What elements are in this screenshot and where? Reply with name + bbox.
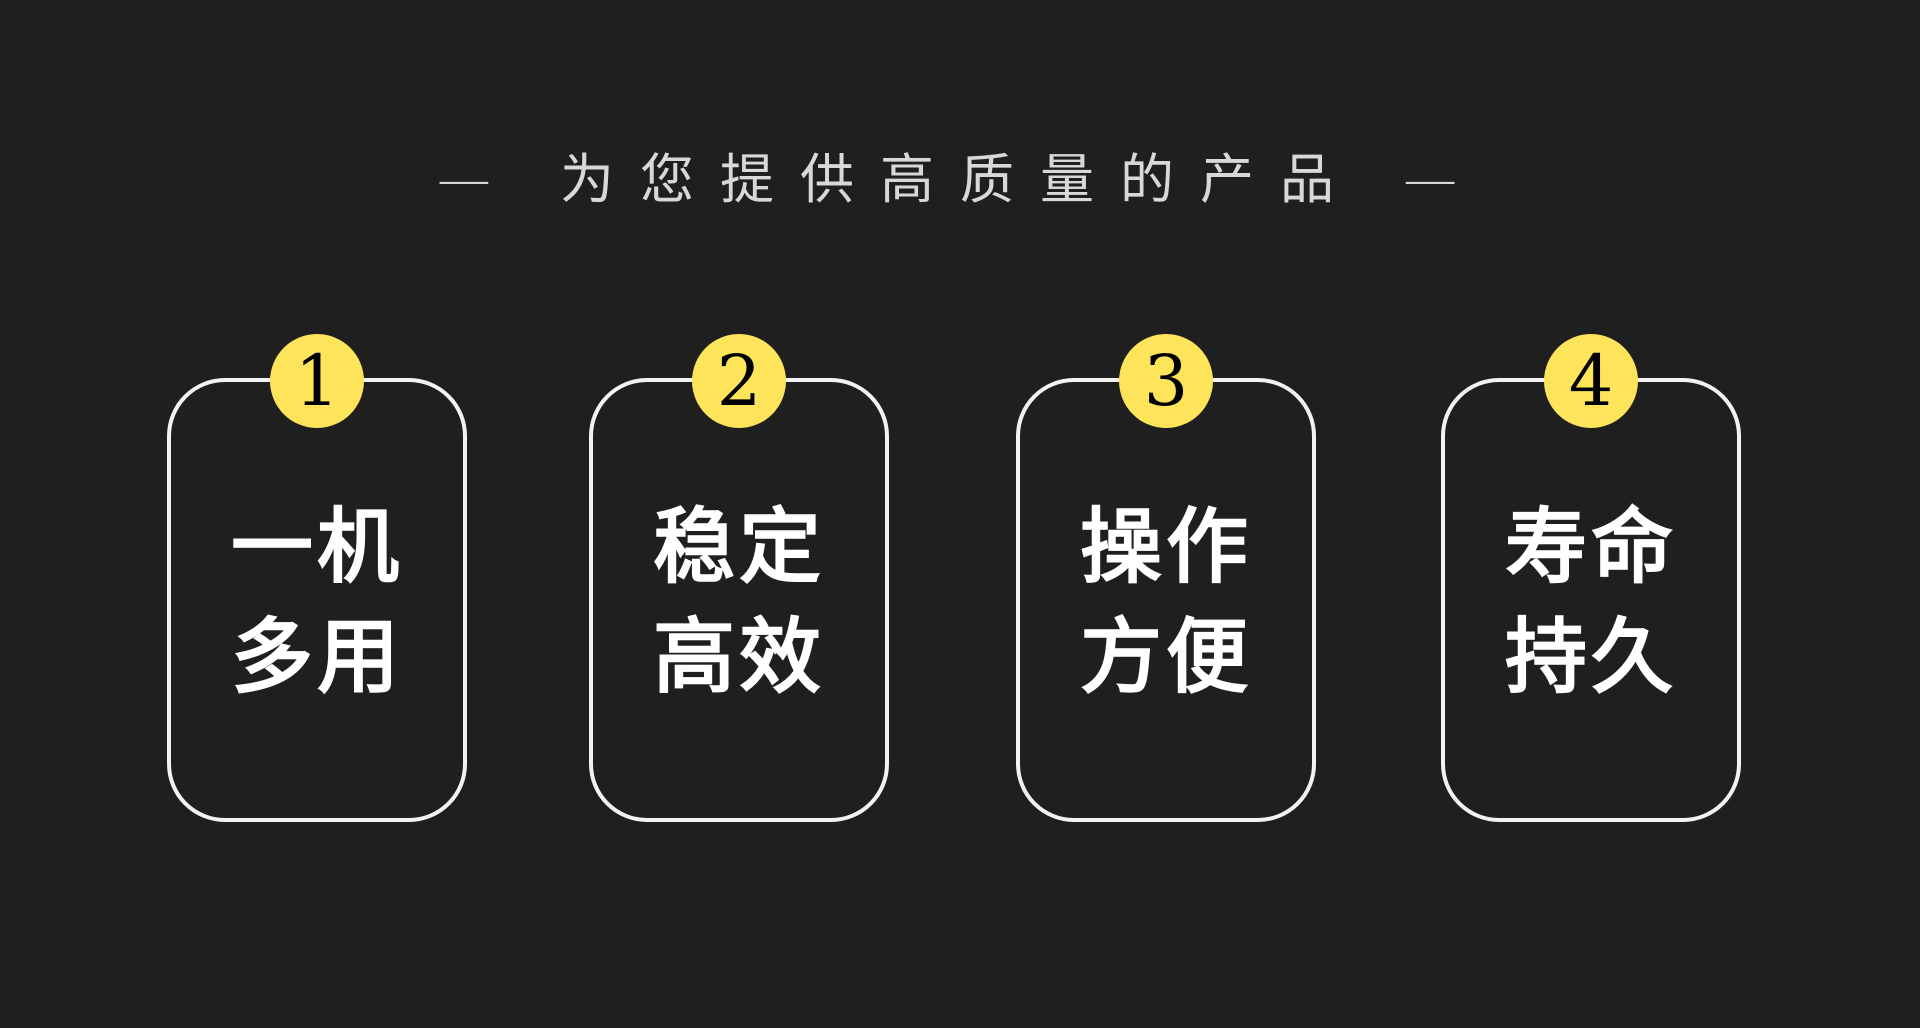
number-badge: 3 bbox=[1119, 334, 1213, 428]
feature-card-4: 4 寿命 持久 bbox=[1441, 334, 1741, 822]
feature-card-1: 1 一机 多用 bbox=[167, 334, 467, 822]
card-text-line1: 操作 bbox=[1079, 500, 1252, 595]
card-text-line1: 寿命 bbox=[1504, 500, 1677, 595]
card-text-line2: 持久 bbox=[1504, 610, 1677, 705]
number-badge: 1 bbox=[270, 334, 364, 428]
card-text-line2: 高效 bbox=[652, 610, 825, 705]
number-badge: 2 bbox=[692, 334, 786, 428]
card-text-line1: 一机 bbox=[230, 500, 403, 595]
card-text-line1: 稳定 bbox=[652, 500, 825, 595]
feature-card-3: 3 操作 方便 bbox=[1016, 334, 1316, 822]
card-text-line2: 方便 bbox=[1079, 610, 1252, 705]
card-text-line2: 多用 bbox=[230, 610, 403, 705]
page-title: — 为您提供高质量的产品 — bbox=[436, 148, 1484, 211]
number-badge: 4 bbox=[1544, 334, 1638, 428]
feature-card-2: 2 稳定 高效 bbox=[589, 334, 889, 822]
